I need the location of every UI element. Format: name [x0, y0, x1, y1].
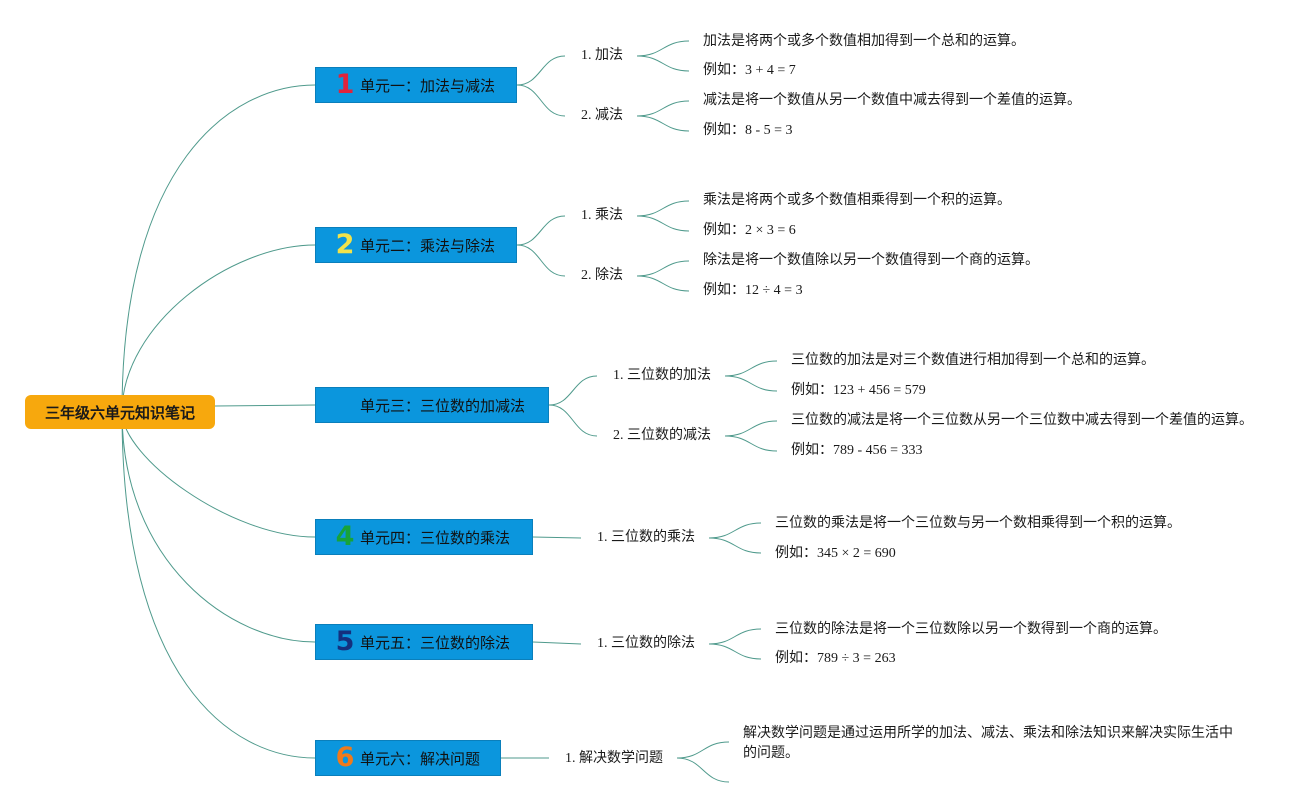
leaf-text: 三位数的减法是将一个三位数从另一个三位数中减去得到一个差值的运算。 — [791, 413, 1253, 428]
leaf-text: 减法是将一个数值从另一个数值中减去得到一个差值的运算。 — [703, 93, 1081, 108]
topic-leaf-connector — [636, 100, 690, 117]
unit-topic-connector — [548, 404, 598, 437]
topic-addition[interactable]: 1. 加法 — [581, 48, 623, 63]
leaf-example: 例如：12 ÷ 4 = 3 — [703, 283, 803, 298]
unit-node-6[interactable]: 6 单元六：解决问题 — [315, 740, 501, 776]
leaf-example: 例如：8 - 5 = 3 — [703, 123, 793, 138]
leaf-text: 解决数学问题是通过运用所学的加法、减法、乘法和除法知识来解决实际生活中的问题。 — [743, 726, 1233, 761]
unit-topic-connector — [548, 375, 598, 406]
unit-topic-connector — [532, 641, 582, 645]
topic-leaf-connector — [636, 260, 690, 277]
root-unit-connector — [121, 411, 316, 759]
unit-node-1[interactable]: 1 单元一：加法与减法 — [315, 67, 517, 103]
root-node[interactable]: 三年级六单元知识笔记 — [25, 395, 215, 429]
topic-leaf-connector — [636, 215, 690, 232]
unit-title: 单元四：三位数的乘法 — [360, 528, 511, 547]
root-unit-connector — [121, 411, 316, 643]
unit-title: 单元二：乘法与除法 — [360, 236, 496, 255]
root-unit-connector — [121, 244, 316, 413]
topic-leaf-connector — [636, 40, 690, 57]
unit-title: 单元一：加法与减法 — [360, 76, 496, 95]
leaf-example: 例如：789 - 456 = 333 — [791, 443, 923, 458]
unit-node-5[interactable]: 5 单元五：三位数的除法 — [315, 624, 533, 660]
topic-leaf-connector — [636, 115, 690, 132]
topic-3digit-multiplication[interactable]: 1. 三位数的乘法 — [597, 530, 695, 545]
leaf-example: 例如：3 + 4 = 7 — [703, 63, 796, 78]
leaf-text: 除法是将一个数值除以另一个数值得到一个商的运算。 — [703, 253, 1039, 268]
unit-number-badge: 2 — [335, 229, 355, 260]
root-title: 三年级六单元知识笔记 — [44, 403, 195, 422]
topic-leaf-connector — [708, 643, 762, 660]
topic-leaf-connector — [676, 757, 730, 783]
unit-number-badge: 1 — [335, 69, 355, 100]
topic-leaf-connector — [636, 200, 690, 217]
leaf-example: 例如：789 ÷ 3 = 263 — [775, 651, 896, 666]
topic-3digit-division[interactable]: 1. 三位数的除法 — [597, 636, 695, 651]
unit-node-4[interactable]: 4 单元四：三位数的乘法 — [315, 519, 533, 555]
leaf-text: 三位数的除法是将一个三位数除以另一个数得到一个商的运算。 — [775, 622, 1167, 637]
topic-multiplication[interactable]: 1. 乘法 — [581, 208, 623, 223]
unit-topic-connector — [516, 55, 566, 86]
topic-leaf-connector — [724, 435, 778, 452]
root-unit-connector — [121, 411, 316, 538]
leaf-text: 三位数的乘法是将一个三位数与另一个数相乘得到一个积的运算。 — [775, 516, 1181, 531]
leaf-example: 例如：123 + 456 = 579 — [791, 383, 926, 398]
leaf-text: 加法是将两个或多个数值相加得到一个总和的运算。 — [703, 34, 1025, 49]
topic-leaf-connector — [708, 628, 762, 645]
unit-topic-connector — [516, 244, 566, 277]
root-unit-connector — [121, 84, 316, 413]
topic-3digit-addition[interactable]: 1. 三位数的加法 — [613, 368, 711, 383]
leaf-text: 乘法是将两个或多个数值相乘得到一个积的运算。 — [703, 193, 1011, 208]
unit-title: 单元五：三位数的除法 — [360, 633, 511, 652]
topic-3digit-subtraction[interactable]: 2. 三位数的减法 — [613, 428, 711, 443]
topic-leaf-connector — [724, 420, 778, 437]
unit-title: 单元三：三位数的加减法 — [360, 396, 526, 415]
topic-division[interactable]: 2. 除法 — [581, 268, 623, 283]
topic-leaf-connector — [724, 360, 778, 377]
unit-number-badge: 4 — [335, 521, 355, 552]
topic-leaf-connector — [708, 537, 762, 554]
root-unit-connector — [214, 404, 316, 407]
topic-subtraction[interactable]: 2. 减法 — [581, 108, 623, 123]
topic-leaf-connector — [676, 741, 730, 759]
unit-number-badge: 6 — [335, 742, 355, 773]
unit-title: 单元六：解决问题 — [360, 749, 481, 768]
leaf-example: 例如：2 × 3 = 6 — [703, 223, 796, 238]
unit-topic-connector — [516, 84, 566, 117]
unit-node-3[interactable]: 单元三：三位数的加减法 — [315, 387, 549, 423]
unit-topic-connector — [532, 536, 582, 539]
unit-node-2[interactable]: 2 单元二：乘法与除法 — [315, 227, 517, 263]
leaf-text: 三位数的加法是对三个数值进行相加得到一个总和的运算。 — [791, 353, 1155, 368]
topic-problem-solving[interactable]: 1. 解决数学问题 — [565, 751, 663, 766]
leaf-example: 例如：345 × 2 = 690 — [775, 546, 896, 561]
unit-number-badge: 5 — [335, 626, 355, 657]
topic-leaf-connector — [636, 275, 690, 292]
topic-leaf-connector — [636, 55, 690, 72]
topic-leaf-connector — [724, 375, 778, 392]
topic-leaf-connector — [708, 522, 762, 539]
unit-topic-connector — [516, 215, 566, 246]
